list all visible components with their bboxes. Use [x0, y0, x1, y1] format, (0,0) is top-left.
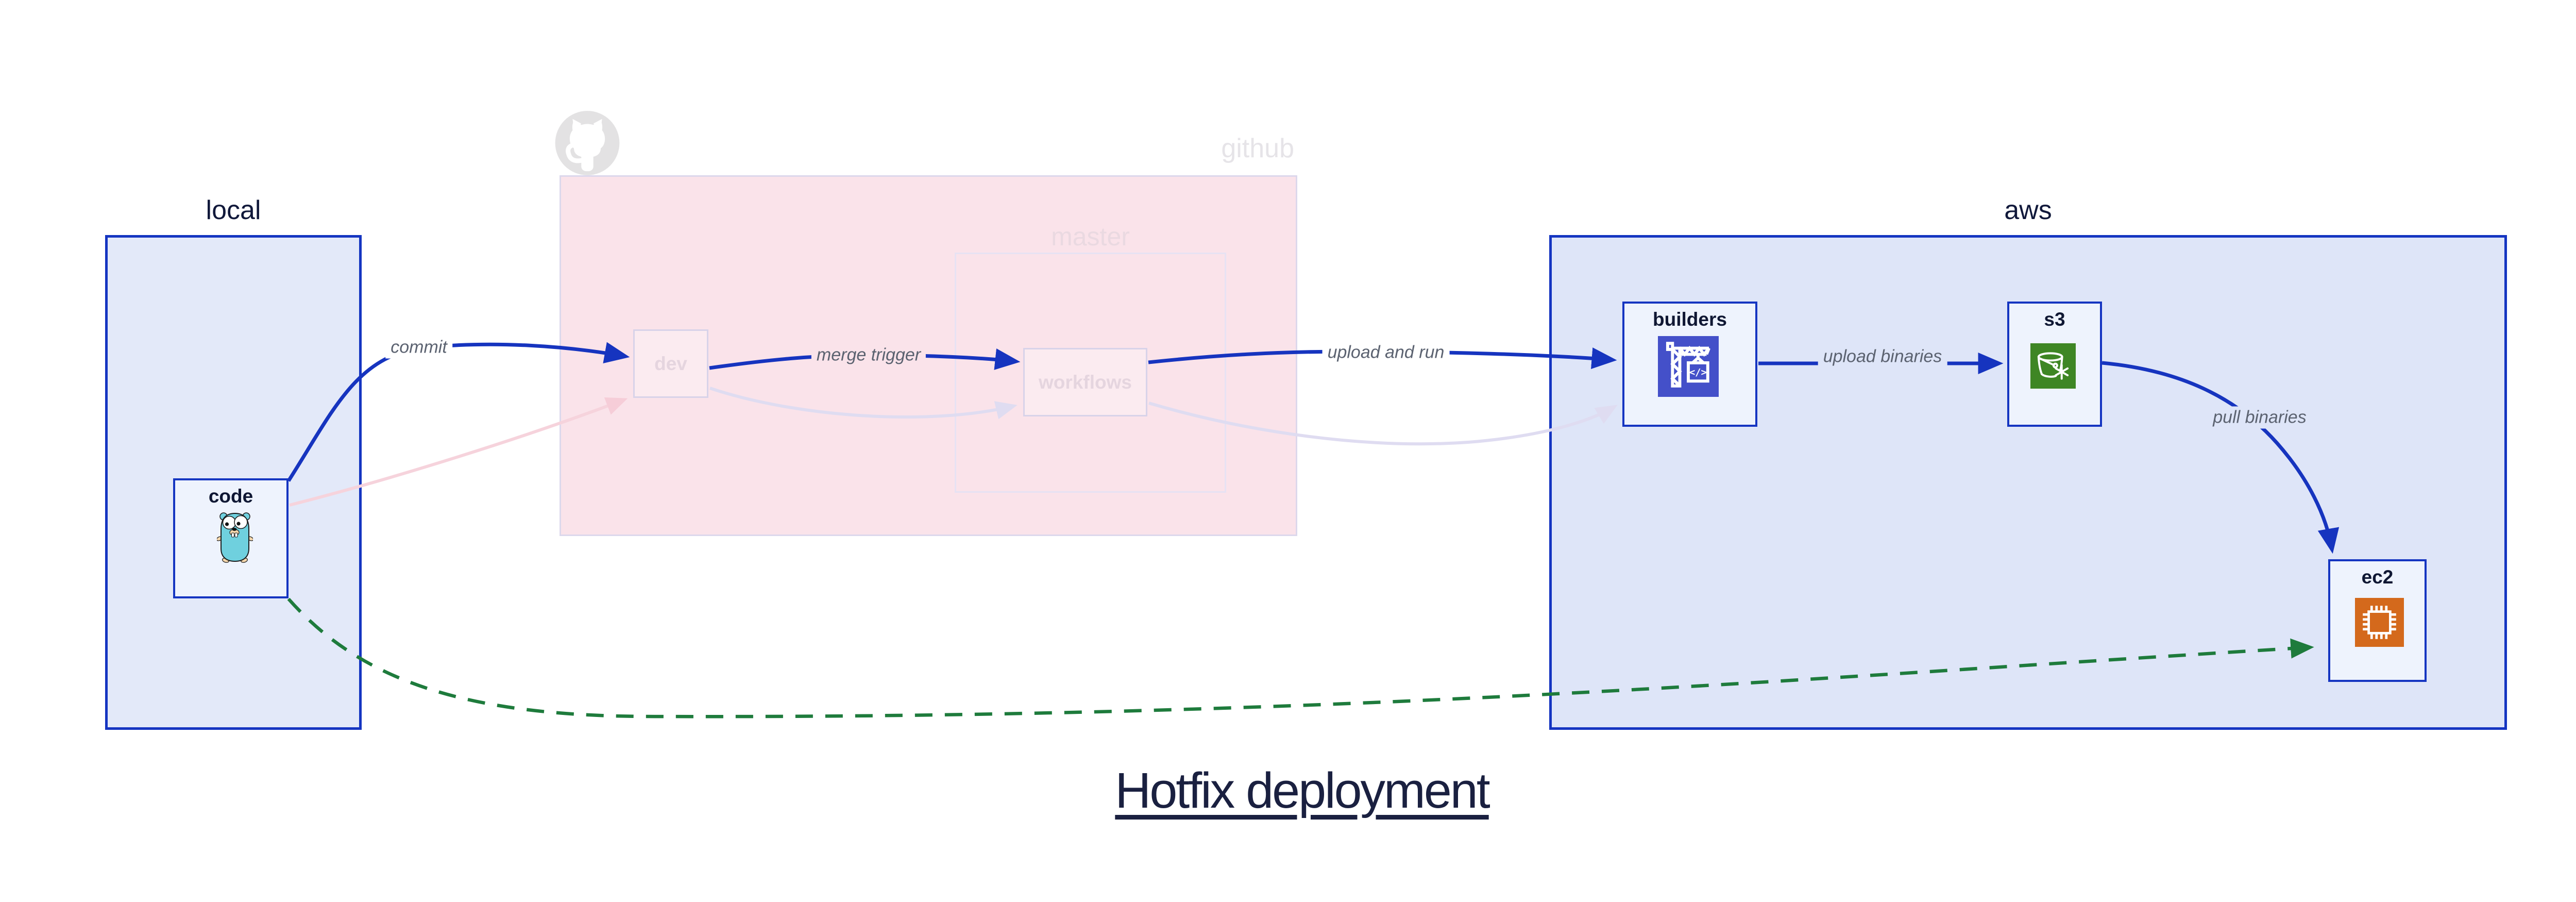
node-s3-label: s3	[2044, 309, 2065, 330]
node-code: code	[173, 478, 289, 598]
edge-label-merge-trigger: merge trigger	[811, 344, 926, 366]
edge-label-pull-binaries: pull binaries	[2208, 406, 2312, 429]
s3-glacier-bucket-icon	[2030, 343, 2076, 389]
edge-faded-dev-to-workflows	[709, 387, 1018, 420]
node-workflows-label: workflows	[1039, 371, 1132, 393]
node-code-label: code	[208, 486, 253, 507]
edge-pull-binaries	[2102, 361, 2340, 554]
ec2-chip-icon	[2355, 598, 2404, 647]
node-workflows: workflows	[1023, 348, 1147, 416]
node-dev-label: dev	[654, 353, 687, 374]
edge-commit	[287, 342, 630, 482]
edge-faded-workflows-to-builders	[1148, 402, 1618, 446]
node-builders-label: builders	[1653, 309, 1727, 330]
node-ec2-label: ec2	[2361, 566, 2394, 588]
container-local-label: local	[206, 195, 261, 225]
codebuild-crane-icon: </>	[1658, 336, 1719, 397]
diagram-title: Hotfix deployment	[1115, 762, 1490, 819]
container-github-label: github	[1221, 133, 1294, 163]
go-gopher-icon	[217, 512, 253, 563]
edge-label-upload-binaries: upload binaries	[1818, 345, 1947, 368]
edge-label-commit: commit	[385, 336, 452, 359]
node-builders: builders </>	[1622, 302, 1757, 427]
container-master	[955, 253, 1226, 493]
edge-label-upload-and-run: upload and run	[1322, 341, 1450, 364]
container-master-label: master	[1051, 222, 1130, 251]
edge-hotfix-dashed	[287, 597, 2314, 719]
svg-text:</>: </>	[1689, 367, 1707, 378]
edge-faded-code-to-dev	[289, 397, 628, 507]
container-aws-label: aws	[2004, 195, 2052, 225]
github-octocat-icon	[555, 111, 620, 175]
node-dev: dev	[633, 329, 708, 398]
node-ec2: ec2	[2328, 559, 2427, 682]
node-s3: s3	[2007, 302, 2102, 427]
